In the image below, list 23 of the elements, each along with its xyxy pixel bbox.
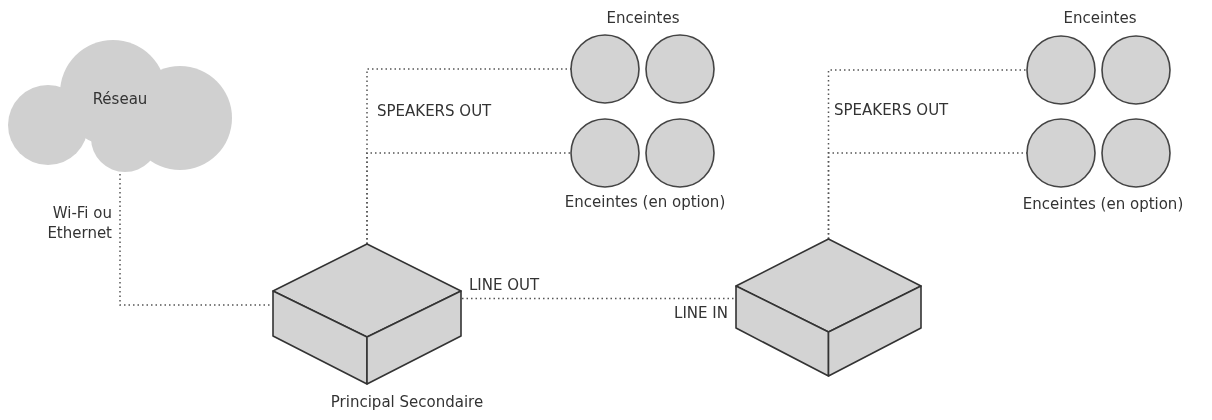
- speaker-circle: [1026, 118, 1096, 188]
- speaker-group-label: Enceintes: [605, 9, 681, 27]
- speaker-circle: [1026, 35, 1096, 105]
- speaker-circle: [570, 34, 640, 104]
- speaker-group-label: Enceintes: [1062, 9, 1138, 27]
- speaker-circle: [1101, 118, 1171, 188]
- port-label: SPEAKERS OUT: [377, 102, 492, 120]
- speaker-circle: [570, 118, 640, 188]
- connector-line: [461, 297, 736, 300]
- speaker-circle: [1101, 35, 1171, 105]
- connector-line: [119, 173, 273, 306]
- speaker-circle: [645, 118, 715, 188]
- cloud-label: Réseau: [91, 90, 149, 108]
- edge-label: Wi-Fi ou Ethernet: [47, 203, 112, 244]
- port-label: LINE OUT: [469, 276, 540, 294]
- port-label: LINE IN: [674, 304, 728, 322]
- speaker-group-label: Enceintes (en option): [563, 193, 727, 211]
- device-box: [735, 238, 922, 377]
- device-caption: Principal Secondaire: [329, 393, 485, 411]
- port-label: SPEAKERS OUT: [834, 101, 949, 119]
- speaker-circle: [645, 34, 715, 104]
- device-box: [272, 243, 462, 385]
- speaker-group-label: Enceintes (en option): [1021, 195, 1185, 213]
